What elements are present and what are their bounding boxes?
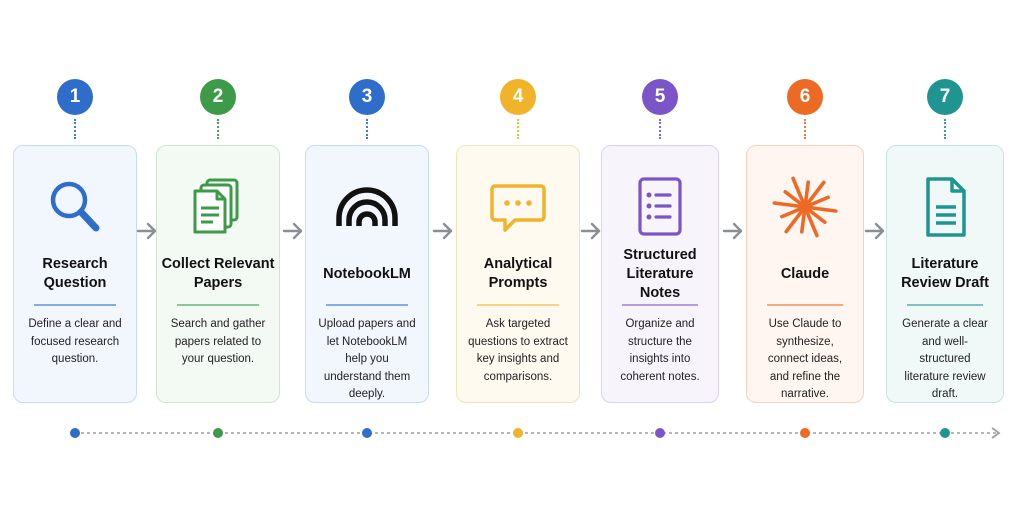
timeline-dot-2	[213, 428, 223, 438]
timeline-dot-6	[800, 428, 810, 438]
step-5-badge: 5	[642, 79, 678, 115]
divider	[177, 304, 259, 306]
step-description: Upload papers and let NotebookLM help yo…	[318, 318, 416, 400]
claude-starburst-icon	[772, 174, 838, 240]
connector-dots	[74, 119, 76, 139]
flow-arrow	[136, 221, 158, 241]
connector-dots	[659, 119, 661, 139]
divider	[622, 304, 698, 306]
step-3-card: NotebookLM Upload papers and let Notebook…	[305, 145, 429, 403]
step-title: Claude	[780, 265, 830, 282]
connector-dots	[804, 119, 806, 139]
notes-list-icon	[627, 174, 693, 240]
step-description: Organize and structure the insights into…	[620, 318, 700, 383]
step-title: Research Question	[42, 256, 108, 291]
step-description: Define a clear and focused research ques…	[28, 318, 122, 365]
magnifier-icon	[42, 174, 108, 240]
notebooklm-logo-icon	[334, 174, 400, 240]
step-title: Literature Review Draft	[901, 256, 989, 291]
connector-dots	[366, 119, 368, 139]
step-description: Use Claude to synthesize, connect ideas,…	[767, 318, 843, 400]
divider	[34, 304, 116, 306]
connector-dots	[217, 119, 219, 139]
step-1-badge: 1	[57, 79, 93, 115]
connector-dots	[517, 119, 519, 139]
timeline-dot-7	[940, 428, 950, 438]
timeline-dot-1	[70, 428, 80, 438]
step-title: NotebookLM	[323, 265, 411, 282]
timeline-dot-3	[362, 428, 372, 438]
step-2-badge: 2	[200, 79, 236, 115]
step-6-badge: 6	[787, 79, 823, 115]
divider	[326, 304, 408, 306]
timeline	[70, 427, 1001, 439]
timeline-dot-5	[655, 428, 665, 438]
step-3-badge: 3	[349, 79, 385, 115]
step-description: Generate a clear and well-structured lit…	[902, 318, 988, 400]
flow-arrow	[722, 221, 744, 241]
document-icon	[912, 174, 978, 240]
chat-bubble-icon	[485, 174, 551, 240]
divider	[477, 304, 559, 306]
step-title: Structured Literature Notes	[623, 246, 697, 301]
flow-arrow	[580, 221, 602, 241]
papers-stack-icon	[185, 174, 251, 240]
step-title: Analytical Prompts	[483, 256, 553, 291]
step-4-badge: 4	[500, 79, 536, 115]
step-7-badge: 7	[927, 79, 963, 115]
step-description: Ask targeted questions to extract key in…	[468, 318, 568, 383]
step-title: Collect Relevant Papers	[161, 256, 275, 291]
flow-arrow	[864, 221, 886, 241]
timeline-arrowhead	[991, 427, 1001, 439]
divider	[767, 304, 843, 306]
flow-arrow	[282, 221, 304, 241]
connector-dots	[944, 119, 946, 139]
step-description: Search and gather papers related to your…	[170, 318, 266, 365]
divider	[907, 304, 983, 306]
timeline-dot-4	[513, 428, 523, 438]
flow-arrow	[432, 221, 454, 241]
